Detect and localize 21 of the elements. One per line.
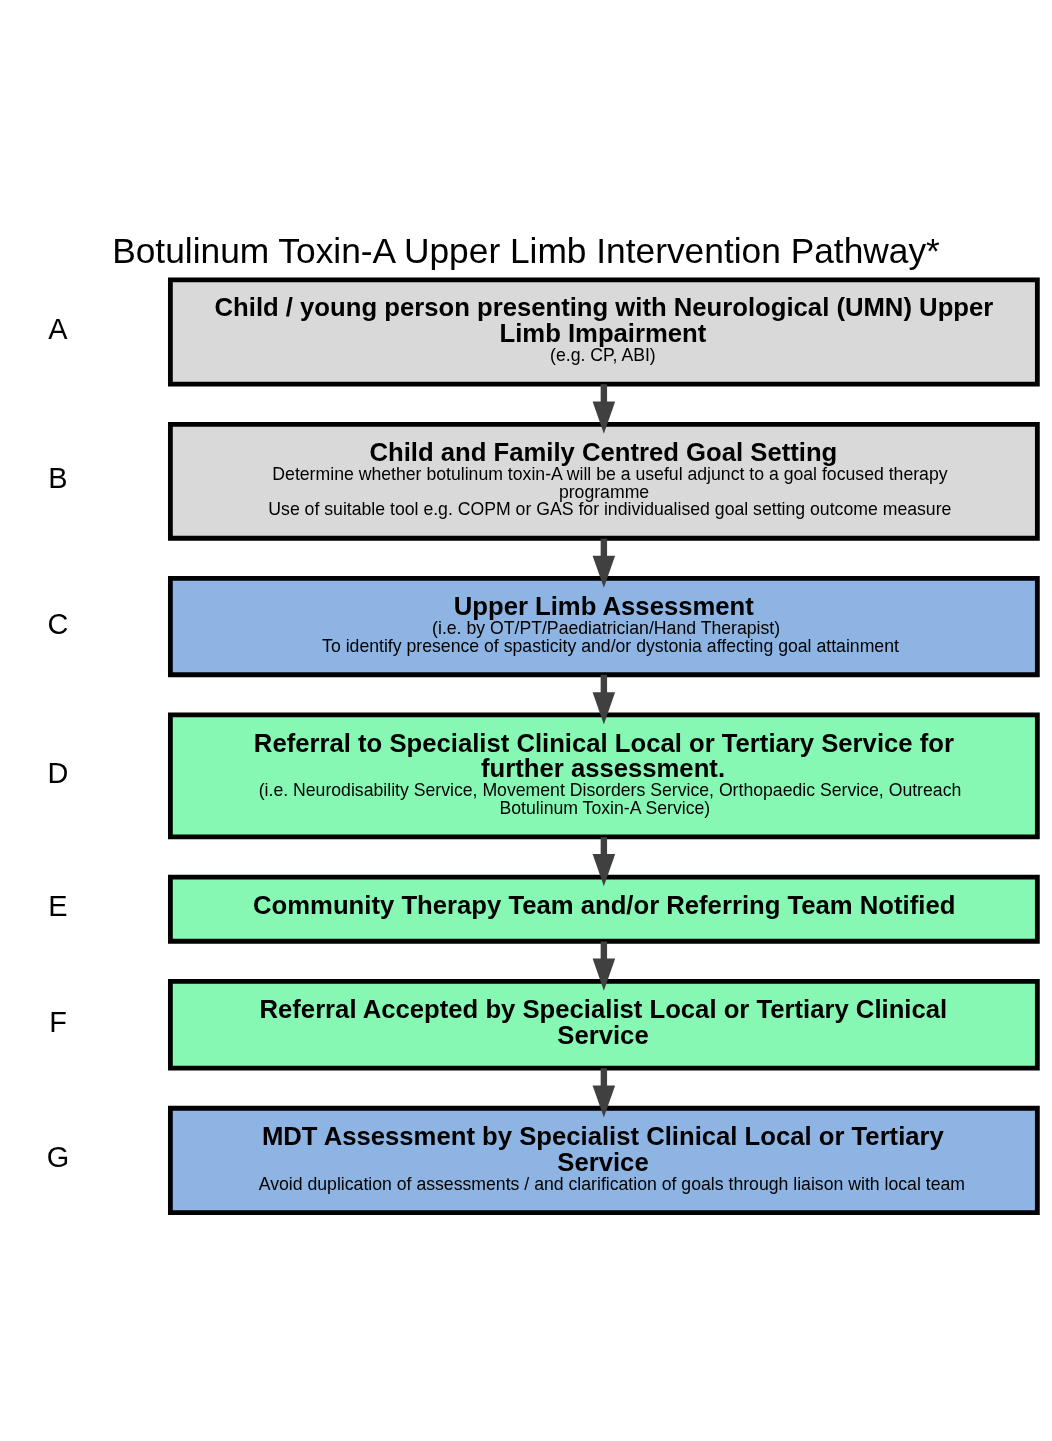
- arrow: [592, 837, 616, 887]
- node-label: F: [49, 1005, 67, 1038]
- diagram-title: Botulinum Toxin-A Upper Limb Intervention Pathway*: [112, 231, 940, 271]
- node-label: C: [47, 607, 69, 640]
- node-label: D: [47, 756, 69, 789]
- node-label: B: [48, 462, 68, 495]
- node-box: Upper Limb Assessment (i.e. by OT/PT/Paediatrician/Hand Therapist) To identify presence of spasticity and/or dystonia affecting goal attainment: [168, 576, 1040, 678]
- arrow: [592, 674, 616, 725]
- arrow: [592, 538, 616, 588]
- node-label: A: [48, 313, 68, 346]
- node-box: Child / young person presenting with Neurological (UMN) Upper Limb Impairment (e.g. CP, ABI): [168, 277, 1040, 387]
- node-box: Referral Accepted by Specialist Local or Tertiary Clinical Service: [168, 979, 1040, 1071]
- node-label: E: [48, 890, 68, 923]
- node-box: Community Therapy Team and/or Referring Team Notified: [168, 874, 1040, 944]
- node-label: G: [46, 1141, 70, 1174]
- arrow: [592, 1068, 616, 1118]
- node-box: Referral to Specialist Clinical Local or Tertiary Service for further assessment. (i.e. Neurodisability Service, Movement Disorders Service, Orthopaedic Service, Outreach Botulinum Toxin-A Service): [168, 712, 1040, 840]
- node-box: MDT Assessment by Specialist Clinical Local or Tertiary Service Avoid duplication of assessments / and clarification of goals through liaison with local team: [168, 1105, 1040, 1215]
- node-box: Child and Family Centred Goal Setting Determine whether botulinum toxin-A will be a useful adjunct to a goal focused therapy programme Use of suitable tool e.g. COPM or GAS for individualised goal setting outcome measure: [168, 421, 1040, 541]
- arrow: [592, 384, 616, 434]
- arrow: [592, 941, 616, 991]
